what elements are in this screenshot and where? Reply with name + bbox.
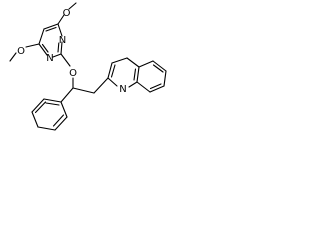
- atom-o-ether: O: [69, 68, 77, 79]
- bond-ph-6: [43, 98, 62, 103]
- bond-q-c4-c4a: [126, 57, 140, 68]
- atom-o-methoxy-bottom: O: [17, 46, 25, 57]
- bond-c6-n1-inner: [41, 43, 49, 53]
- bond-q-c3-c4: [111, 57, 128, 64]
- bond-q-c8a-n: [128, 81, 138, 88]
- atom-o-methoxy-top: O: [63, 8, 71, 19]
- bond-c4-c5: [43, 23, 59, 30]
- bond-ph-1: [60, 101, 68, 118]
- atom-label-layer: O N N O O N: [17, 8, 127, 95]
- atom-n-quinoline: N: [119, 84, 126, 95]
- bond-c2-o-ether: [60, 53, 71, 67]
- bond-ph-4: [31, 111, 39, 128]
- bond-q-c4a-c8a: [136, 66, 140, 83]
- bond-q-c5-c6-inner: [152, 64, 164, 73]
- bond-ph-2: [54, 116, 68, 131]
- bond-ph-inner-3: [45, 102, 60, 106]
- bond-ch-ch2: [72, 87, 95, 94]
- bond-ph-inner-1: [52, 114, 65, 127]
- bond-c6-n1: [38, 43, 48, 56]
- bond-c6-o-bottom: [25, 43, 40, 48]
- atom-n-pyrimidine-1: N: [59, 35, 66, 46]
- bond-c2-n3-inner: [57, 42, 60, 53]
- bond-ch2-quinoline: [93, 77, 109, 94]
- chemical-structure: O N N O O N: [9, 2, 167, 131]
- bond-c5-c6: [38, 28, 45, 45]
- bond-ch-phenyl: [60, 87, 74, 103]
- bond-methyl-top: [68, 2, 77, 10]
- bond-q-c8-c8a: [136, 81, 151, 93]
- bond-q-n-c2: [107, 77, 118, 87]
- bond-q-c4a-c8a-inner: [133, 68, 137, 81]
- bond-q-c4a-c5: [138, 60, 154, 68]
- bond-ph-3: [37, 126, 56, 131]
- bond-n1-c2: [52, 53, 62, 58]
- bond-q-c6-c7: [163, 70, 167, 87]
- bond-methyl-bottom: [9, 52, 17, 62]
- bond-o-c4: [57, 14, 65, 25]
- bond-q-c7-c8-inner: [149, 83, 162, 90]
- bond-layer: [9, 2, 167, 131]
- bond-c2-n3: [60, 41, 63, 55]
- bond-n3-c4: [57, 23, 63, 37]
- bond-q-c7-c8: [149, 85, 165, 93]
- bond-c4-c5-inner: [45, 26, 57, 32]
- bond-ph-inner-2: [34, 101, 47, 114]
- bond-q-c2-c3: [107, 62, 113, 79]
- atom-n-pyrimidine-2: N: [46, 53, 53, 64]
- bond-q-c2-c3-inner: [110, 64, 116, 78]
- bond-q-c5-c6: [152, 60, 167, 72]
- bond-ph-5: [31, 98, 45, 113]
